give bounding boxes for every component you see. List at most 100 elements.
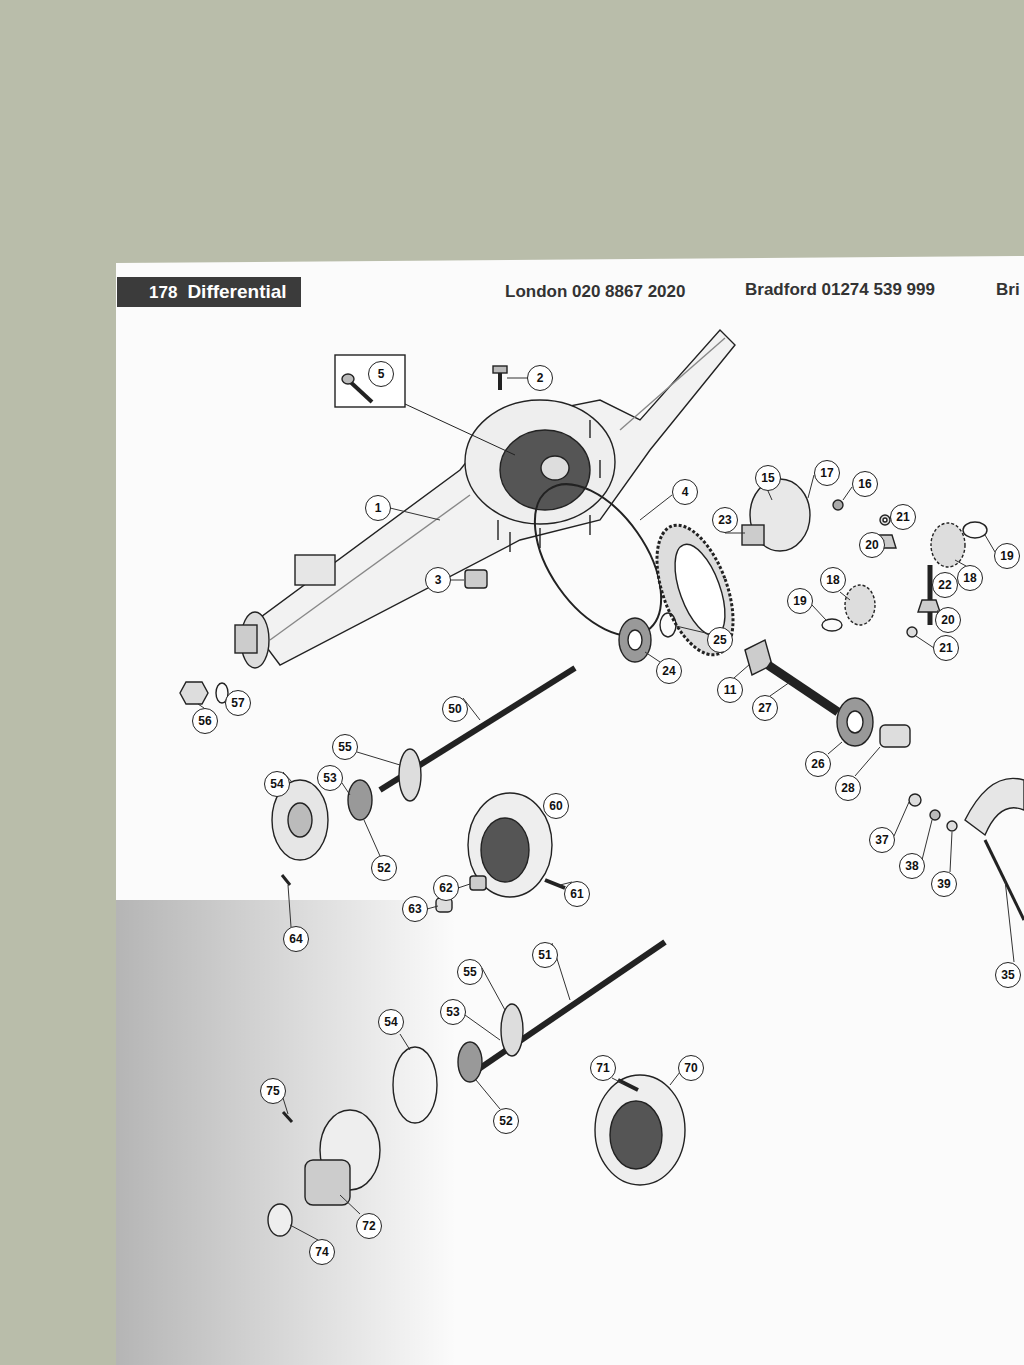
callout-circle: 20 — [935, 607, 961, 633]
callout-circle: 3 — [425, 567, 451, 593]
callout-number: 22 — [938, 579, 951, 591]
callout-number: 15 — [761, 472, 774, 484]
callout-circle: 27 — [752, 695, 778, 721]
callout-number: 70 — [684, 1062, 697, 1074]
callout-circle: 55 — [457, 959, 483, 985]
callout-number: 3 — [435, 574, 442, 586]
callout-circle: 23 — [712, 507, 738, 533]
callout-circle: 56 — [192, 708, 218, 734]
callout-number: 38 — [905, 860, 918, 872]
callout-circle: 37 — [869, 827, 895, 853]
callout-circle: 20 — [859, 532, 885, 558]
callout-circle: 54 — [264, 771, 290, 797]
callout-number: 53 — [323, 772, 336, 784]
callout-circle: 62 — [433, 875, 459, 901]
callout-circle: 21 — [890, 504, 916, 530]
callout-circle: 71 — [590, 1055, 616, 1081]
callout-number: 20 — [865, 539, 878, 551]
callout-circle: 52 — [493, 1108, 519, 1134]
callout-number: 61 — [570, 888, 583, 900]
callout-circle: 64 — [283, 926, 309, 952]
phone-label: Bradford 01274 539 999 — [745, 280, 935, 300]
callout-circle: 54 — [378, 1009, 404, 1035]
callout-number: 27 — [758, 702, 771, 714]
callout-number: 39 — [937, 878, 950, 890]
callout-circle: 57 — [225, 690, 251, 716]
page-number: 178 — [149, 283, 177, 303]
section-title: Differential — [187, 281, 286, 303]
callout-circle: 51 — [532, 942, 558, 968]
callout-circle: 38 — [899, 853, 925, 879]
callout-number: 55 — [463, 966, 476, 978]
callout-number: 75 — [266, 1085, 279, 1097]
callout-circle: 5 — [368, 361, 394, 387]
callout-circle: 60 — [543, 793, 569, 819]
callout-circle: 18 — [820, 567, 846, 593]
callout-number: 71 — [596, 1062, 609, 1074]
callout-number: 52 — [499, 1115, 512, 1127]
callout-circle: 28 — [835, 775, 861, 801]
callout-number: 56 — [198, 715, 211, 727]
callout-number: 52 — [377, 862, 390, 874]
callout-circle: 16 — [852, 471, 878, 497]
callout-number: 18 — [963, 572, 976, 584]
callout-number: 16 — [858, 478, 871, 490]
callout-circle: 39 — [931, 871, 957, 897]
callout-circle: 61 — [564, 881, 590, 907]
callout-number: 63 — [408, 903, 421, 915]
callout-circle: 55 — [332, 734, 358, 760]
callout-circle: 19 — [994, 543, 1020, 569]
callout-number: 60 — [549, 800, 562, 812]
callout-number: 50 — [448, 703, 461, 715]
callout-number: 74 — [315, 1246, 328, 1258]
callout-number: 23 — [718, 514, 731, 526]
paper-sheet — [116, 256, 1024, 1365]
callout-circle: 19 — [787, 588, 813, 614]
phone-label: London 020 8867 2020 — [505, 282, 685, 302]
callout-number: 25 — [713, 634, 726, 646]
callout-circle: 35 — [995, 962, 1021, 988]
callout-circle: 17 — [814, 460, 840, 486]
callout-number: 19 — [1000, 550, 1013, 562]
callout-circle: 75 — [260, 1078, 286, 1104]
callout-circle: 15 — [755, 465, 781, 491]
callout-number: 24 — [662, 665, 675, 677]
callout-circle: 52 — [371, 855, 397, 881]
callout-number: 11 — [724, 684, 737, 696]
callout-circle: 53 — [317, 765, 343, 791]
callout-circle: 50 — [442, 696, 468, 722]
parts-drawing — [180, 330, 1024, 1236]
callout-number: 53 — [446, 1006, 459, 1018]
callout-number: 62 — [439, 882, 452, 894]
callout-number: 54 — [384, 1016, 397, 1028]
callout-circle: 11 — [717, 677, 743, 703]
callout-number: 21 — [939, 642, 952, 654]
callout-circle: 2 — [527, 365, 553, 391]
callout-number: 26 — [811, 758, 824, 770]
callout-circle: 21 — [933, 635, 959, 661]
callout-circle: 24 — [656, 658, 682, 684]
callout-number: 54 — [270, 778, 283, 790]
callout-circle: 72 — [356, 1213, 382, 1239]
callout-number: 19 — [793, 595, 806, 607]
callout-circle: 25 — [707, 627, 733, 653]
callout-number: 1 — [375, 502, 382, 514]
callout-number: 4 — [682, 486, 689, 498]
leader-lines — [198, 378, 1014, 1240]
callout-circle: 18 — [957, 565, 983, 591]
shadow — [116, 900, 456, 1365]
callout-circle: 74 — [309, 1239, 335, 1265]
callout-number: 35 — [1001, 969, 1014, 981]
callout-number: 17 — [820, 467, 833, 479]
callout-circle: 63 — [402, 896, 428, 922]
callout-number: 72 — [362, 1220, 375, 1232]
callout-number: 57 — [231, 697, 244, 709]
callout-circle: 4 — [672, 479, 698, 505]
callout-number: 28 — [841, 782, 854, 794]
callout-circle: 22 — [932, 572, 958, 598]
callout-number: 20 — [941, 614, 954, 626]
callout-circle: 70 — [678, 1055, 704, 1081]
callout-number: 2 — [537, 372, 544, 384]
callout-number: 18 — [826, 574, 839, 586]
